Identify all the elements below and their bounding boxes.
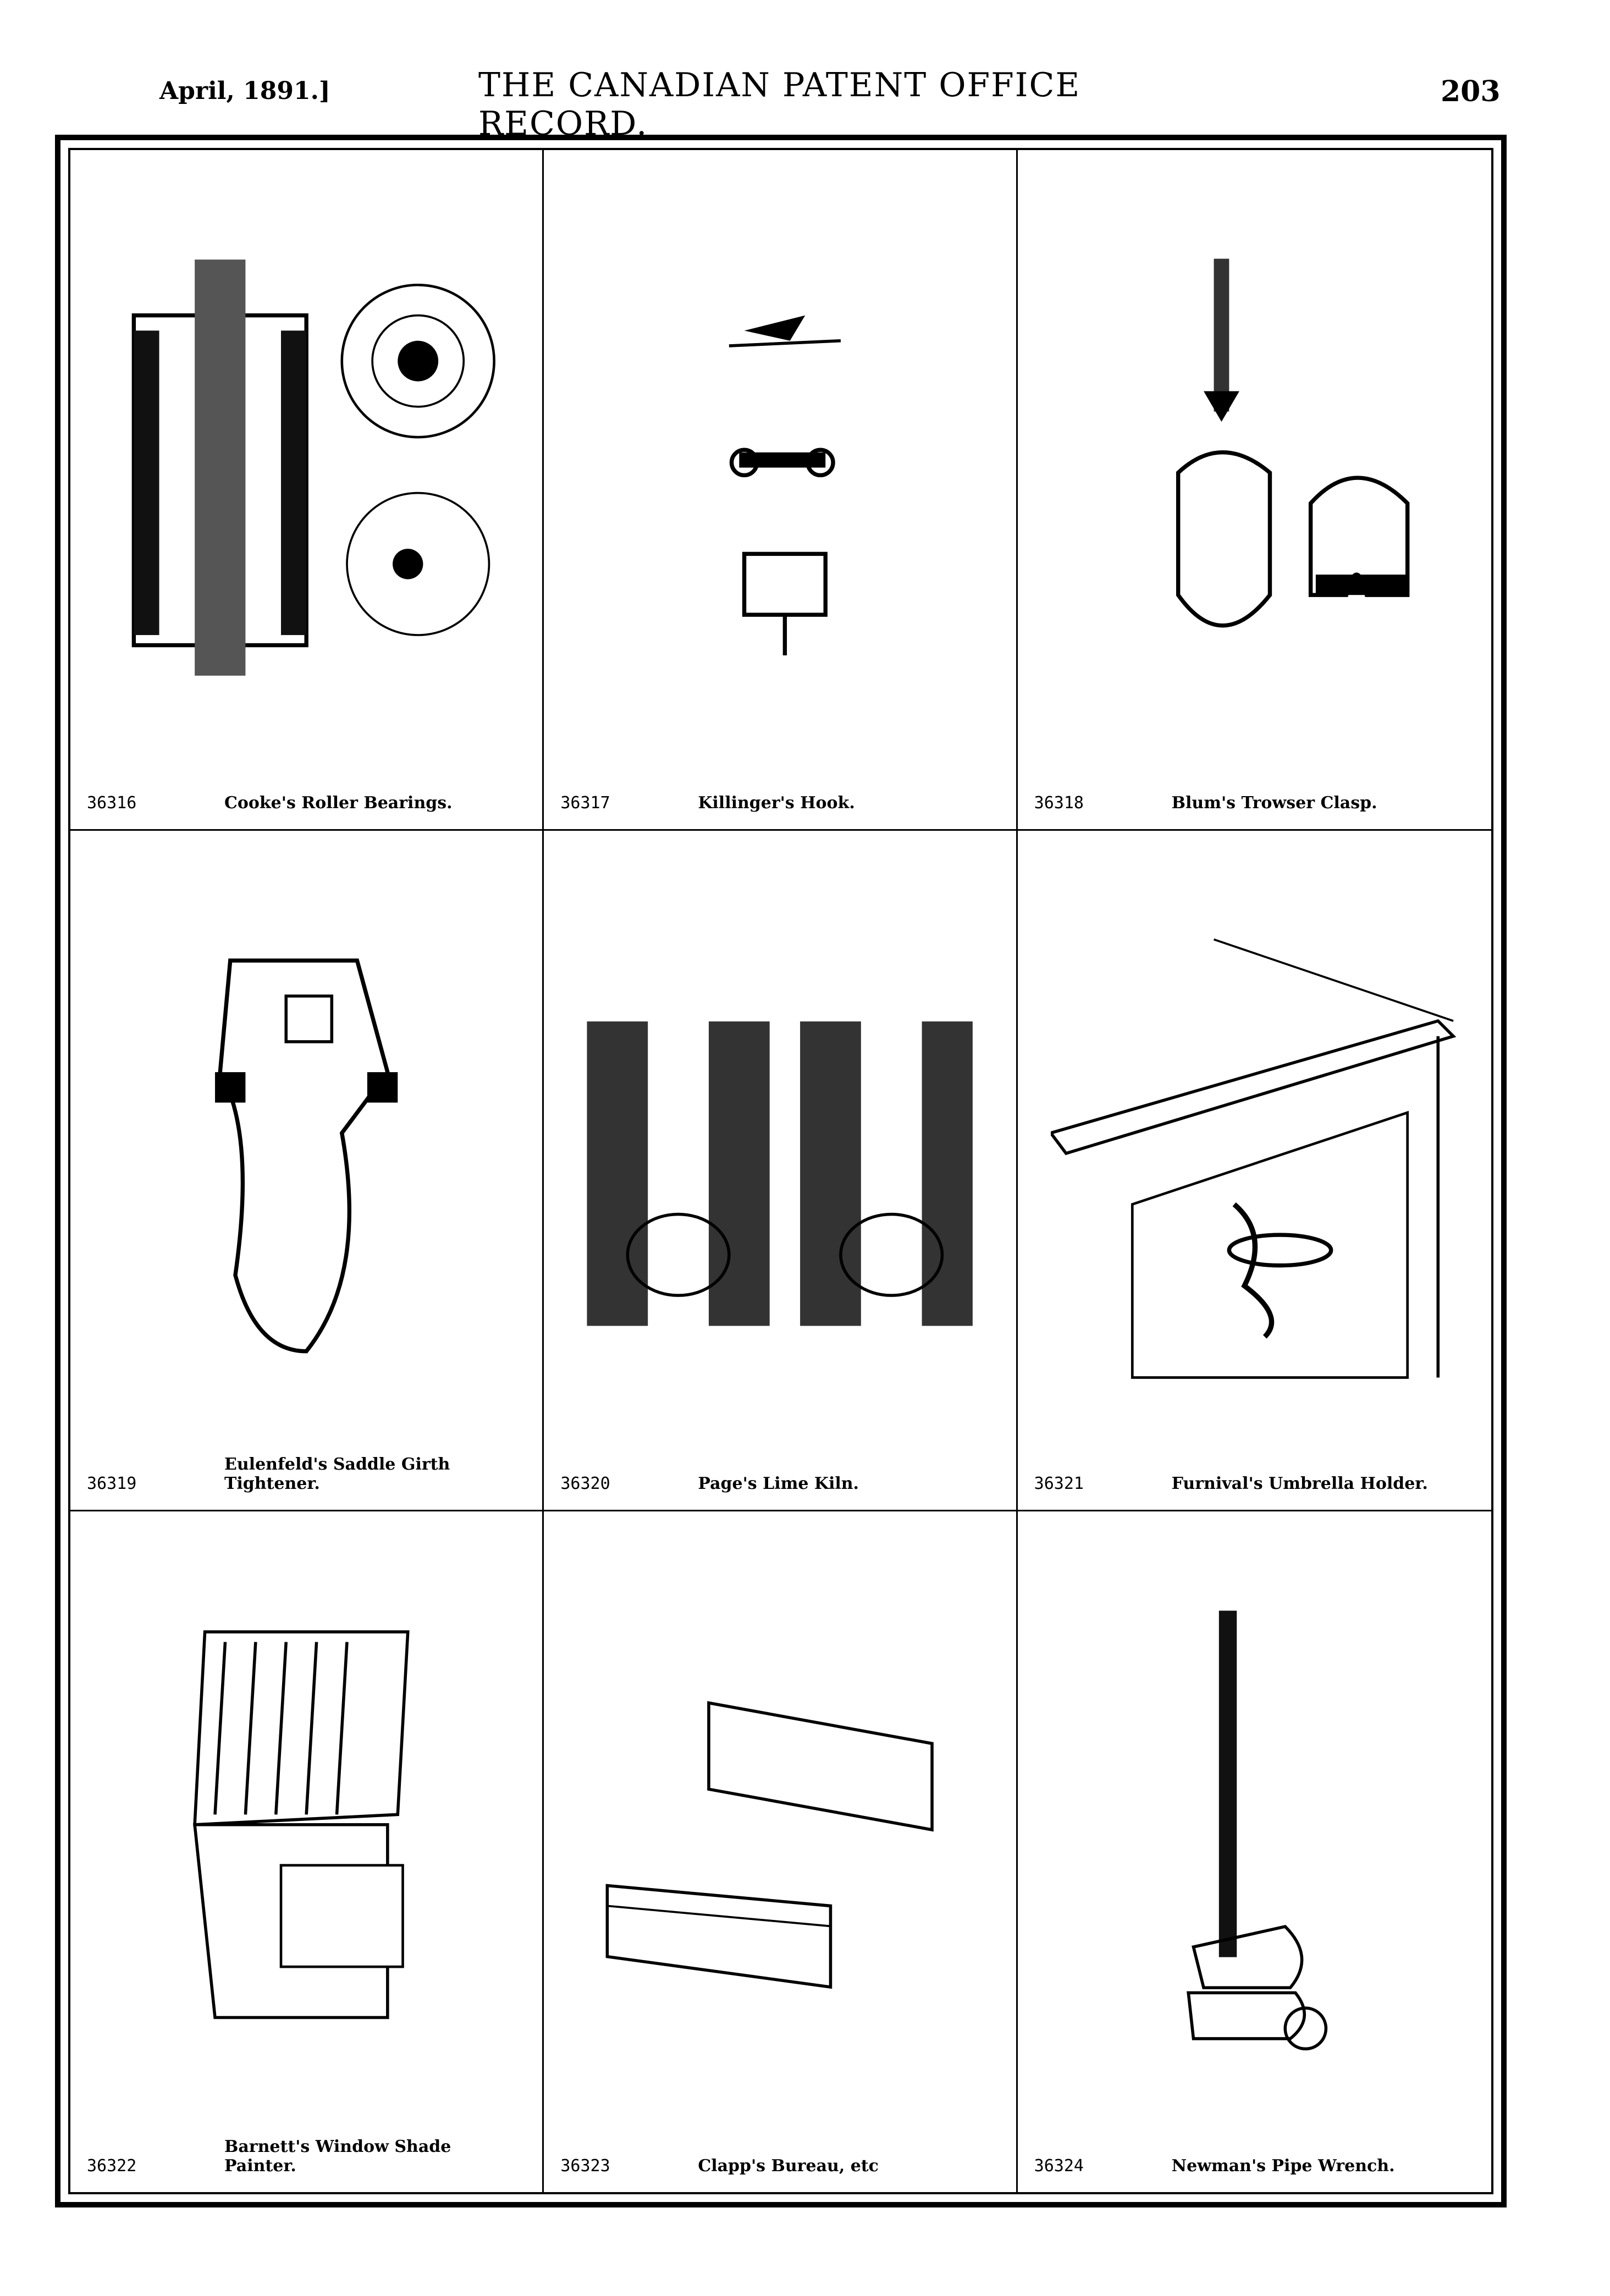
bureau-drawing (577, 1544, 983, 2115)
patent-cell-36322: 36322 Barnett's Window Shade Painter. (70, 1511, 544, 2192)
page-number: 203 (1441, 75, 1501, 108)
window-shade-painter-drawing (103, 1544, 509, 2115)
roller-bearing-drawing (103, 183, 509, 752)
patent-title: Killinger's Hook. (698, 793, 855, 813)
patent-cell-36317: 36317 Killinger's Hook. (544, 150, 1018, 831)
patent-number: 36324 (1034, 2156, 1084, 2176)
trowser-clasp-drawing (1051, 183, 1458, 752)
hook-drawing (577, 183, 983, 752)
patent-number: 36319 (87, 1474, 137, 1493)
pipe-wrench-drawing (1051, 1544, 1458, 2115)
patent-cell-36321: 36321 Furnival's Umbrella Holder. (1017, 831, 1491, 1511)
patent-number: 36320 (560, 1474, 610, 1493)
patent-cell-36316: 36316 Cooke's Roller Bearings. (70, 150, 544, 831)
patent-cell-36319: 36319 Eulenfeld's Saddle Girth Tightener. (70, 831, 544, 1511)
patent-number: 36323 (560, 2156, 610, 2176)
patent-number: 36318 (1034, 793, 1084, 813)
patent-title: Cooke's Roller Bearings. (224, 793, 453, 813)
patent-cell-36323: 36323 Clapp's Bureau, etc (544, 1511, 1018, 2192)
publication-title: THE CANADIAN PATENT OFFICE RECORD. (478, 66, 1081, 143)
patent-cell-36324: 36324 Newman's Pipe Wrench. (1018, 1511, 1491, 2192)
saddle-girth-drawing (103, 864, 509, 1433)
lime-kiln-drawing (577, 864, 983, 1433)
patent-title: Clapp's Bureau, etc (698, 2156, 879, 2176)
patent-title: Furnival's Umbrella Holder. (1171, 1474, 1428, 1493)
patent-title: Barnett's Window Shade Painter. (224, 2137, 451, 2176)
patent-number: 36322 (87, 2156, 137, 2176)
patent-number: 36321 (1034, 1474, 1084, 1493)
patent-title: Blum's Trowser Clasp. (1171, 793, 1377, 813)
patent-cell-36318: 36318 Blum's Trowser Clasp. (1017, 150, 1491, 831)
umbrella-holder-drawing (1048, 864, 1458, 1433)
patent-title: Page's Lime Kiln. (698, 1474, 859, 1493)
patent-cell-36320: 36320 Page's Lime Kiln. (544, 831, 1018, 1511)
patent-number: 36317 (560, 793, 610, 813)
patent-grid-frame: 36316 Cooke's Roller Bearings. 36317 Killi… (55, 135, 1507, 2207)
patent-title: Newman's Pipe Wrench. (1171, 2156, 1395, 2176)
issue-date: April, 1891.] (159, 77, 330, 105)
patent-number: 36316 (87, 793, 137, 813)
patent-title: Eulenfeld's Saddle Girth Tightener. (224, 1455, 450, 1493)
